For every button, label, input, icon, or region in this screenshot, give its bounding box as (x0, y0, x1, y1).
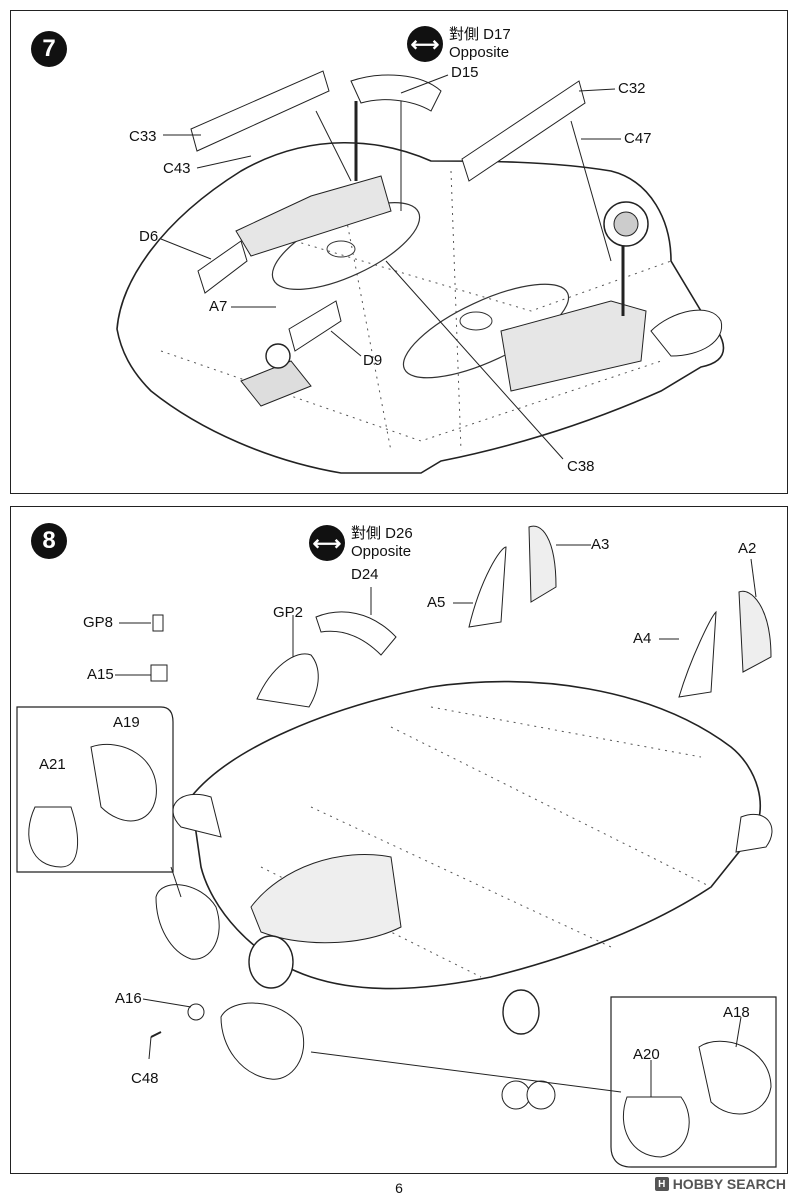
opposite-part-label: 對側 D17 (449, 26, 511, 43)
step-8-panel: 8 ⟷ 對側 D26 Opposite (10, 506, 788, 1174)
label-A16: A16 (115, 990, 142, 1007)
label-C43: C43 (163, 160, 191, 177)
label-C48: C48 (131, 1070, 159, 1087)
label-GP8: GP8 (83, 614, 114, 631)
label-A5: A5 (427, 594, 446, 611)
label-GP2: GP2 (273, 604, 304, 621)
label-A15: A15 (87, 666, 114, 683)
label-D15: D15 (451, 64, 479, 81)
step-number-badge: 7 (31, 31, 67, 67)
watermark-text: HOBBY SEARCH (672, 1176, 786, 1192)
opposite-word: Opposite (449, 44, 510, 61)
label-C33: C33 (129, 128, 157, 145)
label-C38: C38 (567, 458, 595, 475)
label-D9: D9 (363, 352, 383, 369)
label-A20: A20 (633, 1046, 660, 1063)
label-A4: A4 (633, 630, 652, 647)
label-C32: C32 (618, 80, 646, 97)
label-A21: A21 (39, 756, 66, 773)
opposite-part-label: 對側 D26 (351, 525, 413, 542)
label-C47: C47 (624, 130, 652, 147)
opposite-part-note: ⟷ 對側 D26 Opposite (309, 525, 413, 561)
page-number: 6 (395, 1180, 403, 1196)
label-A18: A18 (723, 1004, 750, 1021)
double-arrow-icon: ⟷ (309, 525, 345, 561)
opposite-word: Opposite (351, 543, 412, 560)
opposite-part-note: ⟷ 對側 D17 Opposite (407, 26, 511, 62)
watermark: H HOBBY SEARCH (654, 1176, 786, 1192)
step-7-panel: 7 ⟷ 對側 D17 Opposite (10, 10, 788, 494)
label-A3: A3 (591, 536, 610, 553)
step-7-drawing (116, 70, 725, 474)
label-A19: A19 (113, 714, 140, 731)
hobby-search-logo-icon: H (654, 1177, 669, 1191)
label-A2: A2 (738, 540, 757, 557)
label-D6: D6 (139, 228, 159, 245)
label-D24: D24 (351, 566, 379, 583)
step-8-drawing (16, 525, 777, 1168)
step-number-badge: 8 (31, 523, 67, 559)
double-arrow-icon: ⟷ (407, 26, 443, 62)
label-A7: A7 (209, 298, 228, 315)
